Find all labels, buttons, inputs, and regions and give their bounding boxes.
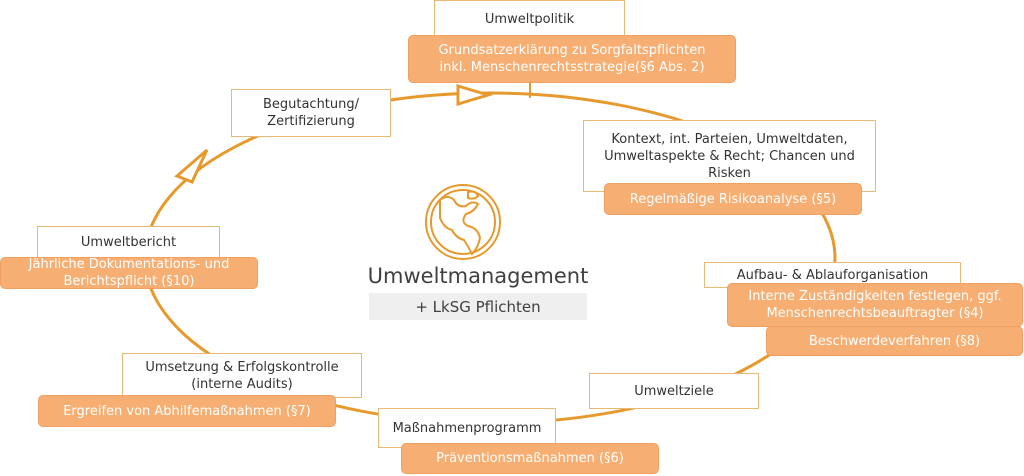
step-umweltziele: Umweltziele bbox=[589, 373, 759, 409]
arrow-icon bbox=[456, 83, 494, 107]
step-umweltbericht: Umweltbericht bbox=[37, 226, 220, 259]
step-kontext: Kontext, int. Parteien, Umweltdaten, Umw… bbox=[583, 120, 876, 192]
lksg-risikoanalyse: Regelmäßige Risikoanalyse (§5) bbox=[604, 183, 862, 215]
lksg-grundsatzerklaerung: Grundsatzerklärung zu Sorgfaltspflichten… bbox=[408, 35, 736, 83]
step-massnahmenprogramm: Maßnahmenprogramm bbox=[378, 408, 556, 448]
lksg-zustaendigkeiten: Interne Zuständigkeiten festlegen, ggf. … bbox=[727, 283, 1023, 327]
step-begutachtung: Begutachtung/ Zertifizierung bbox=[231, 89, 391, 137]
lksg-berichtspflicht: Jährliche Dokumentations- und Berichtspf… bbox=[0, 257, 258, 289]
center-title: Umweltmanagement bbox=[367, 264, 589, 288]
lksg-abhilfemassnahmen: Ergreifen von Abhilfemaßnahmen (§7) bbox=[38, 395, 336, 427]
globe-icon bbox=[425, 184, 501, 260]
center-subtitle: + LkSG Pflichten bbox=[369, 293, 587, 320]
arrow-icon bbox=[174, 148, 209, 184]
step-umsetzung: Umsetzung & Erfolgskontrolle (interne Au… bbox=[122, 353, 362, 398]
lksg-praeventionsmassnahmen: Präventionsmaßnahmen (§6) bbox=[401, 443, 659, 474]
step-umweltpolitik: Umweltpolitik bbox=[434, 0, 625, 40]
lksg-beschwerdeverfahren: Beschwerdeverfahren (§8) bbox=[766, 326, 1023, 356]
